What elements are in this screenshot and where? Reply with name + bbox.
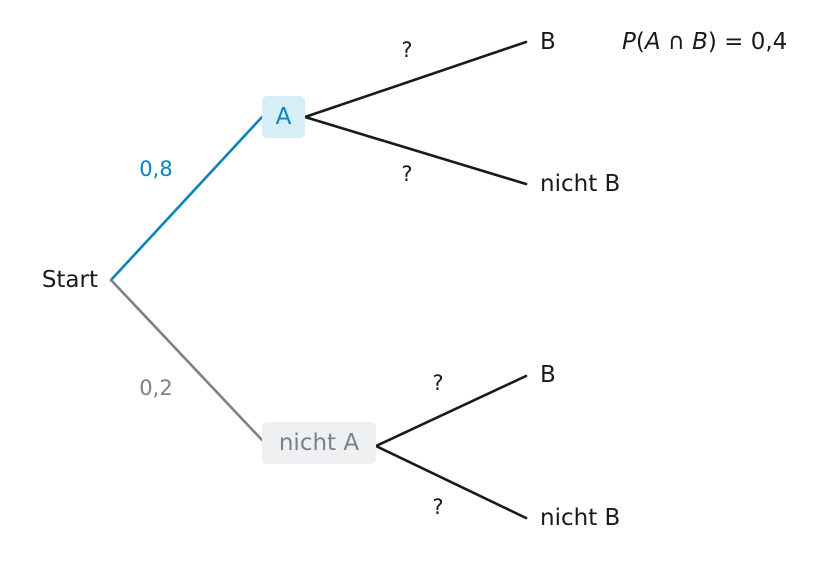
leaf-not-b-top: nicht B xyxy=(540,171,620,197)
node-not-a-label: nicht A xyxy=(279,430,360,456)
formula-equals-value: = 0,4 xyxy=(717,29,787,55)
edge-start-to-a xyxy=(109,115,264,282)
edge-a-to-not-b xyxy=(303,115,528,186)
node-start-label: Start xyxy=(42,267,98,293)
formula-b: B xyxy=(692,29,708,55)
formula-intersection: ∩ xyxy=(661,29,692,55)
prob-not-b-given-a: ? xyxy=(401,162,412,186)
formula-close-paren: ) xyxy=(708,29,717,55)
given-probability-formula: P(A ∩ B) = 0,4 xyxy=(622,29,787,55)
prob-b-given-a: ? xyxy=(401,38,412,62)
leaf-b-top: B xyxy=(540,29,556,55)
leaf-not-b-bottom: nicht B xyxy=(540,505,620,531)
node-a-label: A xyxy=(276,104,292,130)
edge-a-to-b xyxy=(303,40,528,119)
prob-not-a: 0,2 xyxy=(139,376,172,400)
edge-start-to-not-a xyxy=(109,278,264,442)
edge-not-a-to-b xyxy=(374,374,528,448)
leaf-b-bottom: B xyxy=(540,362,556,388)
formula-a: A xyxy=(643,29,661,55)
node-a-box xyxy=(262,96,305,138)
formula-p: P xyxy=(622,29,636,55)
edge-not-a-to-not-b xyxy=(374,444,528,520)
prob-a: 0,8 xyxy=(139,157,172,181)
prob-not-b-given-not-a: ? xyxy=(432,495,443,519)
formula-open-paren: ( xyxy=(636,29,645,55)
node-not-a-box xyxy=(262,422,376,464)
prob-b-given-not-a: ? xyxy=(432,371,443,395)
